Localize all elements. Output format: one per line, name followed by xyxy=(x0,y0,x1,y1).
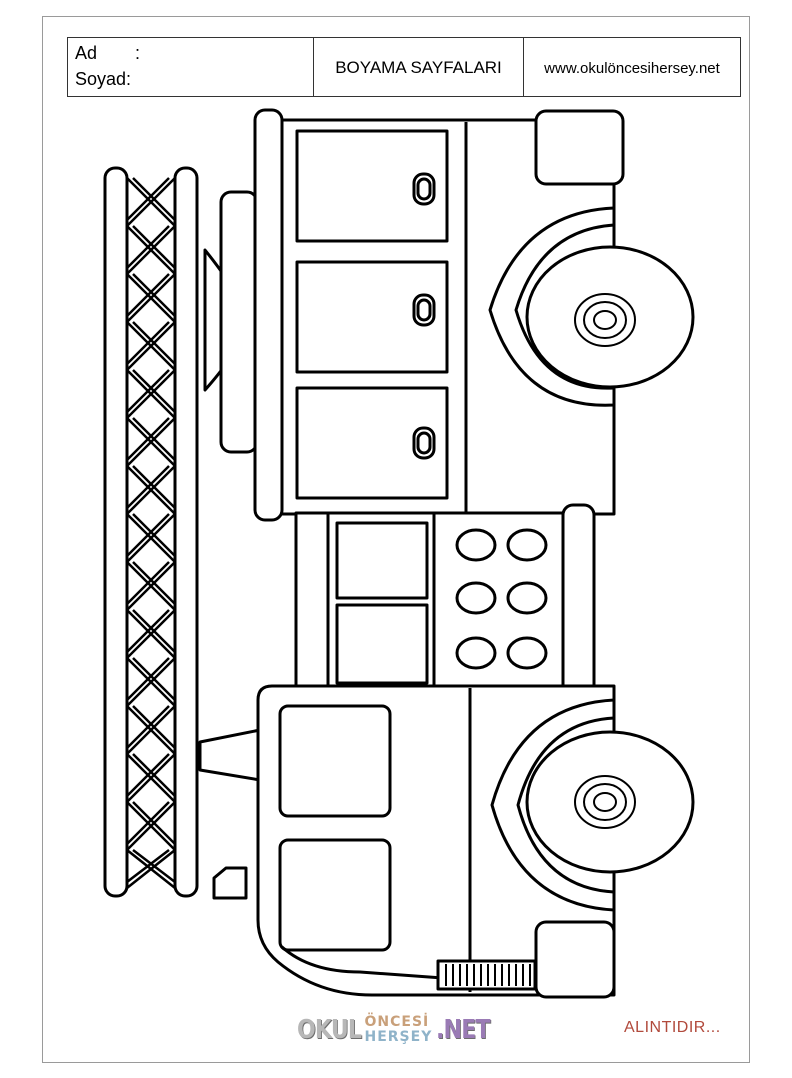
ladder-rung xyxy=(126,609,176,659)
ladder-rung xyxy=(126,849,176,889)
logo-middle: ÖNCESİ HERŞEY xyxy=(364,1015,432,1045)
ladder xyxy=(103,166,199,898)
ladder-rung xyxy=(126,273,176,323)
ladder-rung xyxy=(132,657,176,701)
middle-section xyxy=(294,503,596,697)
name-colon: : xyxy=(135,43,141,63)
ladder-rung xyxy=(126,657,176,707)
ladder-rung xyxy=(126,513,176,563)
ladder-rung xyxy=(126,465,170,509)
ladder-rung xyxy=(126,753,176,803)
credit-text: ALINTIDIR... xyxy=(624,1019,721,1036)
surname-label: Soyad: xyxy=(75,69,132,89)
ladder-rung xyxy=(132,369,176,413)
ladder-rung xyxy=(126,369,176,419)
ladder-rung xyxy=(126,273,170,317)
ladder-rung xyxy=(126,321,170,365)
ladder-rung xyxy=(126,417,176,467)
logo-okul-text: OKUL xyxy=(297,1015,362,1045)
ladder-rung xyxy=(126,561,170,605)
ladder-rung xyxy=(132,801,176,845)
ladder-rung xyxy=(126,753,170,797)
ladder-rung xyxy=(126,801,176,851)
website-url: www.okulöncesihersey.net xyxy=(544,59,720,77)
ladder-rung xyxy=(126,609,170,653)
ladder-rung xyxy=(132,609,176,653)
ladder-rung xyxy=(132,465,176,509)
ladder-rung xyxy=(126,465,176,515)
ladder-rung xyxy=(126,849,170,883)
ladder-rung xyxy=(132,273,176,317)
logo-hersey-text: HERŞEY xyxy=(364,1029,433,1045)
logo-net-text: .NET xyxy=(436,1015,491,1045)
ladder-rung xyxy=(132,417,176,461)
lower-wheel xyxy=(490,698,695,912)
ladder-rung xyxy=(132,705,176,749)
ladder-rung xyxy=(126,513,170,557)
ladder-rung xyxy=(132,321,176,365)
cabin xyxy=(198,684,616,997)
ladder-rung xyxy=(132,513,176,557)
header-table: Ad : Soyad: BOYAMA SAYFALARI www.okulönc… xyxy=(67,37,741,97)
rear-mount xyxy=(203,190,259,454)
ladder-rung xyxy=(126,225,176,275)
ladder-rung xyxy=(132,753,176,797)
ladder-rung xyxy=(132,561,176,605)
okulonceshersey-logo: OKUL ÖNCESİ HERŞEY .NET xyxy=(297,1008,499,1052)
ladder-rung xyxy=(126,705,176,755)
page-title: BOYAMA SAYFALARI xyxy=(314,38,524,96)
ladder-rung xyxy=(126,657,170,701)
ladder-rung xyxy=(132,225,176,269)
ladder-rung xyxy=(126,417,170,461)
ladder-rung xyxy=(126,177,176,227)
name-cell: Ad : Soyad: xyxy=(68,38,314,96)
ladder-rung xyxy=(126,177,170,221)
page-frame xyxy=(42,16,750,1063)
bumpers xyxy=(534,109,625,999)
logo-oncesi-text: ÖNCESİ xyxy=(364,1014,430,1030)
ladder-rung xyxy=(126,321,176,371)
ladder-rung xyxy=(126,225,170,269)
ladder-rung xyxy=(126,369,170,413)
ladder-rung xyxy=(126,561,176,611)
ladder-rung xyxy=(126,705,170,749)
name-label: Ad xyxy=(75,43,98,63)
ladder-rung xyxy=(132,177,176,221)
upper-wheel xyxy=(488,206,695,407)
ladder-rung xyxy=(126,801,170,845)
ladder-rung xyxy=(132,849,176,883)
